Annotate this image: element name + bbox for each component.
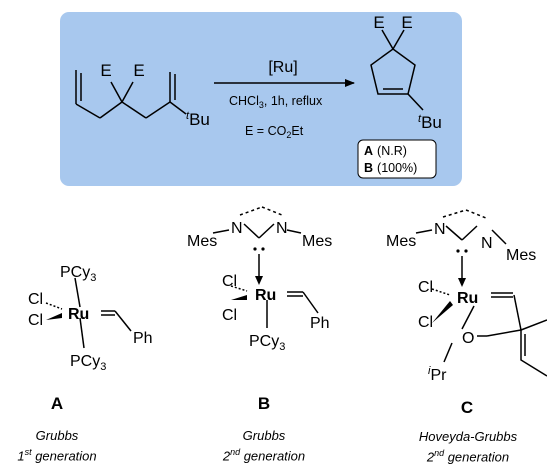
catalyst-b-mesityl-left: Mes — [187, 233, 217, 250]
conditions-label: CHCl3, 1h, reflux — [229, 94, 323, 110]
caption-a-name: Grubbs — [35, 428, 79, 443]
catalyst-b-metal: Ru — [255, 287, 276, 304]
caption-c-name: Hoveyda-Grubbs — [418, 429, 518, 444]
catalyst-b-nitrogen-right: N — [276, 220, 288, 237]
wedge-bond — [432, 301, 453, 323]
catalyst-a-phosphine-top: PCy3 — [60, 264, 96, 284]
catalyst-c-mesityl-left: Mes — [386, 233, 416, 250]
catalyst-c-nitrogen-left: N — [434, 221, 446, 238]
catalyst-a-phenyl: Ph — [133, 330, 153, 347]
diene-labels: E E tBu — [100, 61, 210, 129]
catalyst-a-chloride-2: Cl — [28, 312, 43, 329]
wedge-bond — [46, 313, 62, 320]
tbu-label-diene: tBu — [186, 110, 210, 129]
catalyst-b-phosphine: PCy3 — [249, 333, 285, 353]
ester-label-product-right: E — [401, 13, 412, 32]
caption-a-generation: 1st generation — [17, 447, 97, 464]
ester-label-left: E — [100, 61, 111, 80]
catalyst-a-chloride-1: Cl — [28, 291, 43, 308]
caption-catalyst-c: Hoveyda-Grubbs 2nd generation — [398, 429, 538, 465]
results-box — [357, 139, 437, 179]
catalyst-b-letter: B — [258, 394, 270, 413]
catalyst-c-nitrogen-right: N — [481, 235, 493, 252]
carbene-dot — [456, 249, 460, 253]
catalyst-label: [Ru] — [268, 59, 297, 76]
catalyst-c-letter: C — [461, 398, 473, 417]
product-cyclopentene — [370, 29, 424, 111]
caption-catalyst-a: Grubbs 1st generation — [2, 428, 112, 464]
wedge-bond — [458, 278, 466, 287]
tbu-label-product: tBu — [418, 113, 442, 132]
catalyst-b-nitrogen-left: N — [231, 220, 243, 237]
caption-c-generation: 2nd generation — [426, 448, 510, 465]
carbene-dot — [253, 247, 257, 251]
catalyst-c-oxygen: O — [462, 330, 474, 347]
catalyst-b-phenyl: Ph — [310, 315, 330, 332]
caption-catalyst-b: Grubbs 2nd generation — [208, 428, 320, 464]
catalyst-a-phosphine-bottom: PCy3 — [70, 353, 106, 373]
catalyst-c-chloride-2: Cl — [418, 314, 433, 331]
wedge-bond — [231, 295, 247, 300]
carbene-dot — [261, 247, 265, 251]
catalyst-a-metal: Ru — [68, 306, 89, 323]
starting-diene — [75, 70, 187, 119]
carbene-dot — [464, 249, 468, 253]
catalyst-b-mesityl-right: Mes — [302, 233, 332, 250]
caption-b-generation: 2nd generation — [222, 447, 306, 464]
catalyst-c-isopropyl: iPr — [428, 365, 447, 384]
catalyst-b-chloride-2: Cl — [222, 307, 237, 324]
catalyst-c-chloride-1: Cl — [418, 279, 433, 296]
caption-b-name: Grubbs — [242, 428, 286, 443]
catalyst-c-structure: Mes N N Mes Cl Ru Cl O iPr C — [386, 209, 547, 417]
product-labels: E E tBu — [373, 13, 442, 132]
ester-label-right: E — [133, 61, 144, 80]
catalyst-b-chloride-1: Cl — [222, 273, 237, 290]
catalyst-c-mesityl-right: Mes — [506, 247, 536, 264]
result-row-b: B(100%) — [364, 161, 417, 175]
ester-label-product-left: E — [373, 13, 384, 32]
catalyst-c-metal: Ru — [457, 290, 478, 307]
result-row-a: A(N.R) — [364, 144, 407, 158]
wedge-bond — [255, 276, 263, 285]
catalyst-a-letter: A — [51, 394, 63, 413]
ester-definition: E = CO2Et — [245, 124, 304, 140]
catalyst-b-structure: Mes N N Mes Cl Ru Cl Ph PCy3 B — [187, 206, 332, 413]
catalyst-a-structure: PCy3 Cl Ru Cl Ph PCy3 A — [28, 264, 153, 413]
